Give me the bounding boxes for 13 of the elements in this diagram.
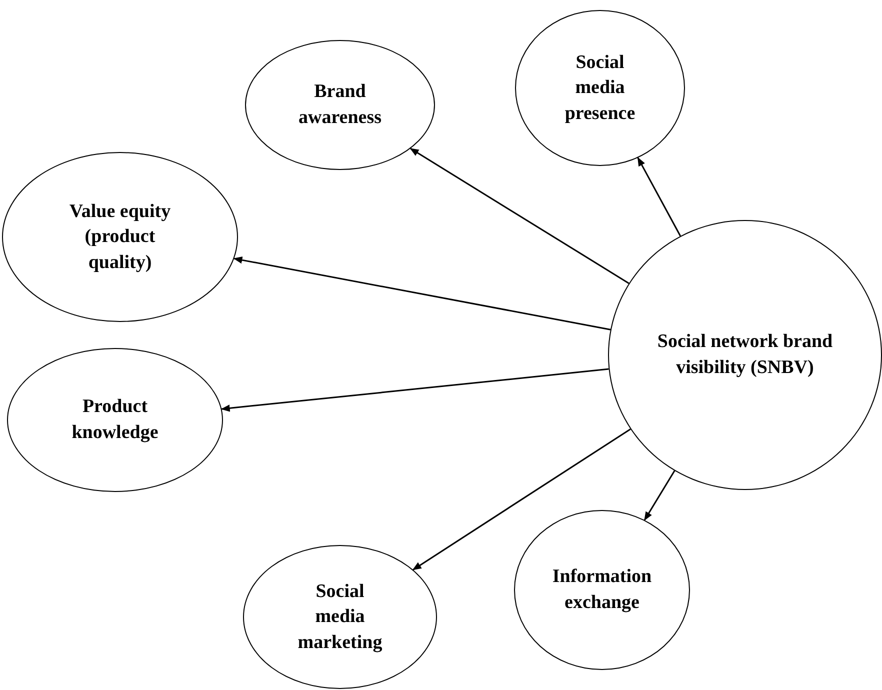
arrow	[644, 470, 676, 521]
arrow	[410, 148, 630, 284]
node-label: Social network brand visibility (SNBV)	[656, 330, 834, 380]
node-label: Value equity (product quality)	[68, 200, 172, 275]
arrow	[220, 368, 609, 412]
node-label: Information exchange	[551, 565, 653, 615]
arrow	[412, 428, 631, 570]
node-label: Social media marketing	[296, 580, 384, 655]
node-label: Brand awareness	[297, 80, 383, 130]
node-label: Social media presence	[564, 50, 636, 126]
arrow	[233, 256, 611, 330]
arrow	[637, 157, 682, 236]
node-label: Product knowledge	[70, 395, 160, 445]
